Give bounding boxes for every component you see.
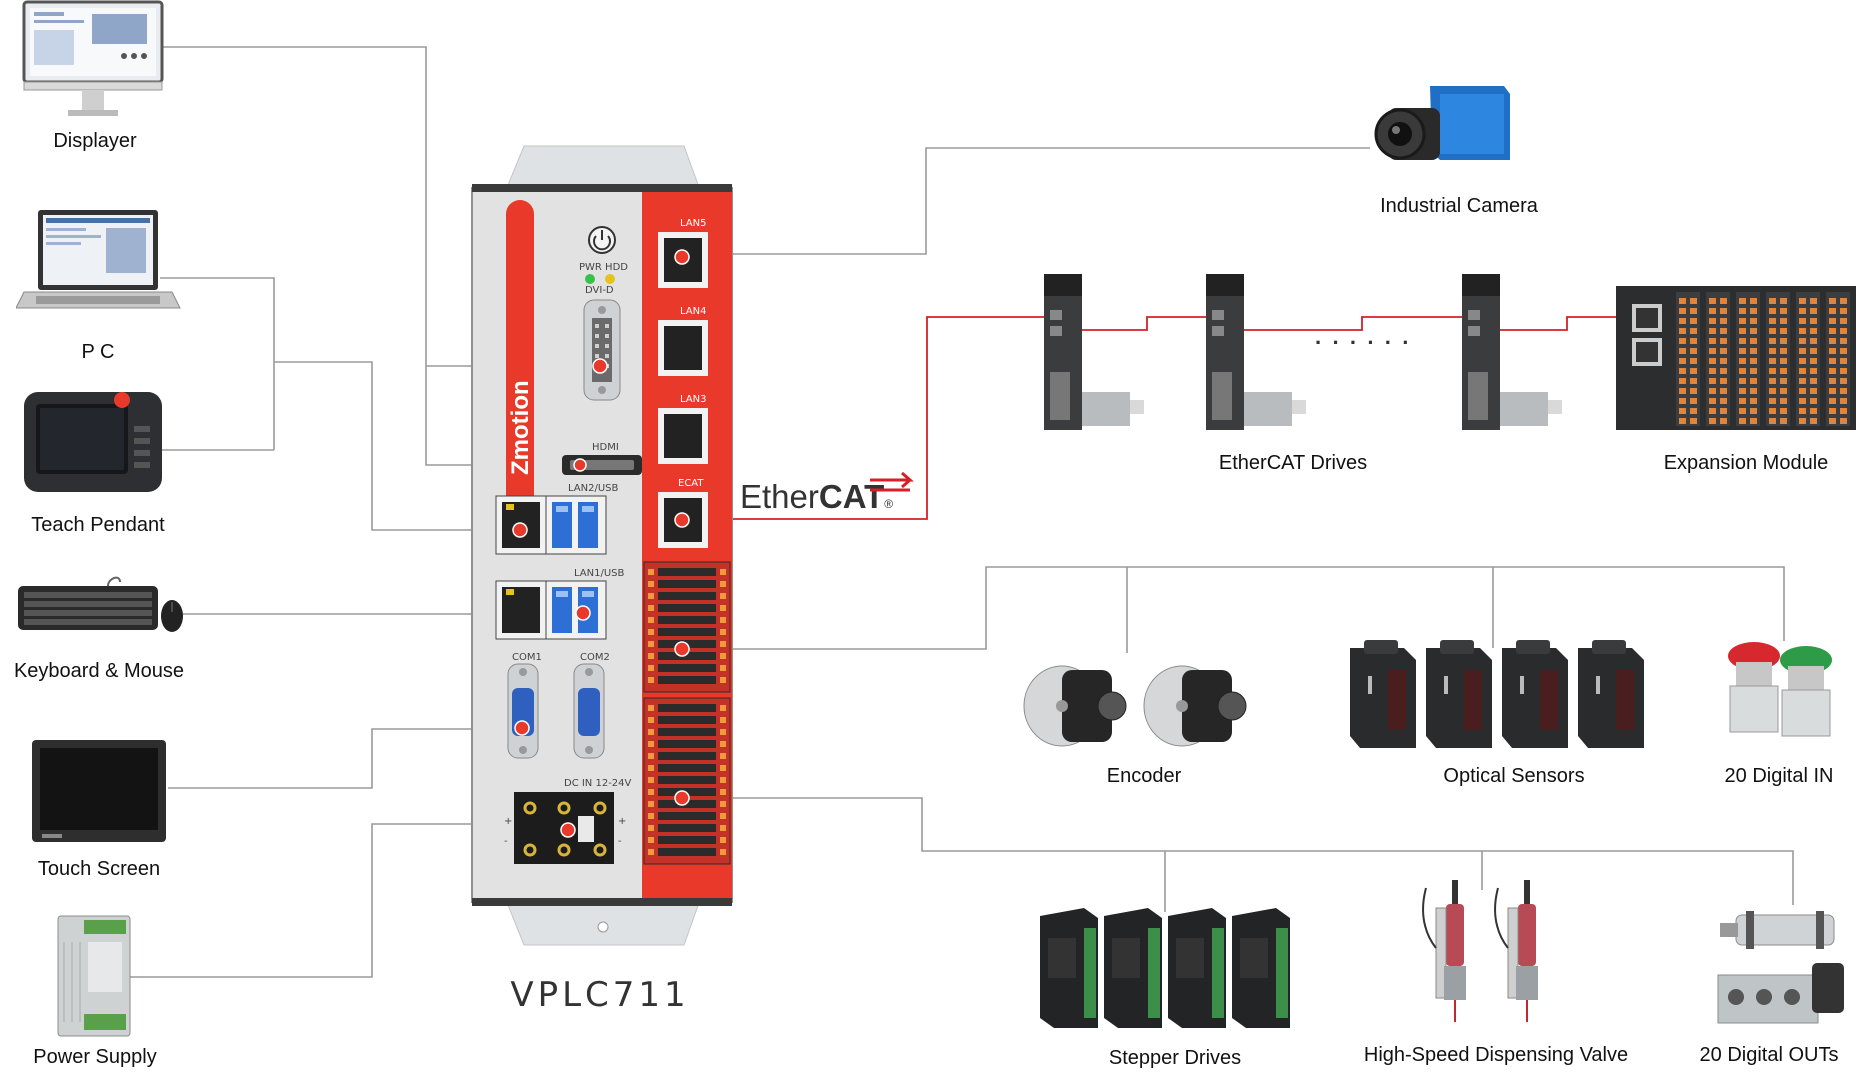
monitor-icon [22, 0, 164, 116]
wire-touch-screen [168, 728, 522, 789]
wire-pc [160, 277, 275, 450]
servo-drive-icon [1206, 274, 1306, 430]
ethercat-logo: EtherCAT® [740, 478, 893, 516]
wire-power-supply [130, 823, 560, 978]
wire-camera [677, 147, 1370, 255]
device-label-touch-screen: Touch Screen [37, 858, 161, 880]
lan4-label: LAN4 [680, 306, 706, 317]
dispensing-valve-icon [1422, 880, 1538, 1022]
com2-label: COM2 [580, 652, 610, 663]
vplc-controller: Zmotion PWR HDD DVI-D HDMI LAN2/USB LAN1… [471, 145, 733, 946]
lan3-label: LAN3 [680, 394, 706, 405]
keyboard-icon [18, 576, 183, 632]
device-label-keyboard-mouse: Keyboard & Mouse [13, 660, 185, 682]
stepper-drive-icon [1040, 908, 1290, 1028]
brand-logo: Zmotion [507, 380, 534, 475]
encoder-icon [1023, 665, 1247, 747]
wire-inputs [680, 566, 1785, 650]
device-label-industrial-camera: Industrial Camera [1380, 195, 1538, 217]
ethercat-registered: ® [884, 497, 894, 511]
device-label-encoder: Encoder [1106, 765, 1182, 787]
servo-drive-icon [1044, 274, 1144, 430]
drive-chain-ellipsis: · · · · · · [1315, 330, 1412, 355]
lan5-label: LAN5 [680, 218, 706, 229]
device-label-optical-sensors: Optical Sensors [1443, 765, 1585, 787]
plus-right: + [618, 816, 626, 827]
wire-outputs [680, 797, 1794, 905]
dcin-label: DC IN 12-24V [564, 778, 632, 789]
hdmi-label: HDMI [592, 442, 619, 453]
lan2usb-label: LAN2/USB [568, 483, 619, 494]
com1-label: COM1 [512, 652, 542, 663]
controller-model: VPLC711 [510, 975, 690, 1015]
device-label-dispensing-valve: High-Speed Dispensing Valve [1363, 1044, 1629, 1066]
push-button-icon [1728, 642, 1832, 737]
teach-pendant-icon [24, 392, 162, 492]
camera-icon [1374, 86, 1510, 160]
dvi-label: DVI-D [585, 285, 614, 296]
laptop-icon [16, 210, 181, 309]
power-supply-icon [57, 915, 131, 1037]
device-label-teach-pendant: Teach Pendant [31, 514, 165, 536]
minus-right: - [618, 836, 622, 847]
ethercat-logo-light: Ether [740, 478, 819, 515]
io-module-icon [1616, 286, 1856, 430]
pneumatic-cylinder-icon [1717, 911, 1844, 1024]
wire-pc-pendant-to-lan2 [274, 361, 521, 531]
device-label-pc: P C [81, 341, 115, 363]
lan1usb-label: LAN1/USB [574, 568, 625, 579]
optical-sensor-icon [1350, 640, 1644, 748]
minus-left: - [504, 836, 508, 847]
device-label-power-supply: Power Supply [33, 1046, 157, 1068]
pwr-hdd-label: PWR HDD [579, 262, 628, 273]
device-label-digital-in: 20 Digital IN [1724, 765, 1834, 787]
ethercat-arrows-icon [870, 471, 914, 492]
plus-left: + [504, 816, 512, 827]
device-label-expansion-module: Expansion Module [1663, 452, 1829, 474]
servo-drive-icon [1462, 274, 1562, 430]
device-label-ethercat-drives: EtherCAT Drives [1218, 452, 1368, 474]
device-label-displayer: Displayer [53, 130, 137, 152]
touch-screen-icon [32, 740, 166, 842]
ecat-label: ECAT [678, 478, 704, 489]
device-label-stepper-drives: Stepper Drives [1108, 1047, 1242, 1069]
ethercat-logo-bold: CAT [818, 478, 885, 515]
io-terminal-blocks [643, 561, 731, 865]
device-label-digital-outs: 20 Digital OUTs [1699, 1044, 1839, 1066]
